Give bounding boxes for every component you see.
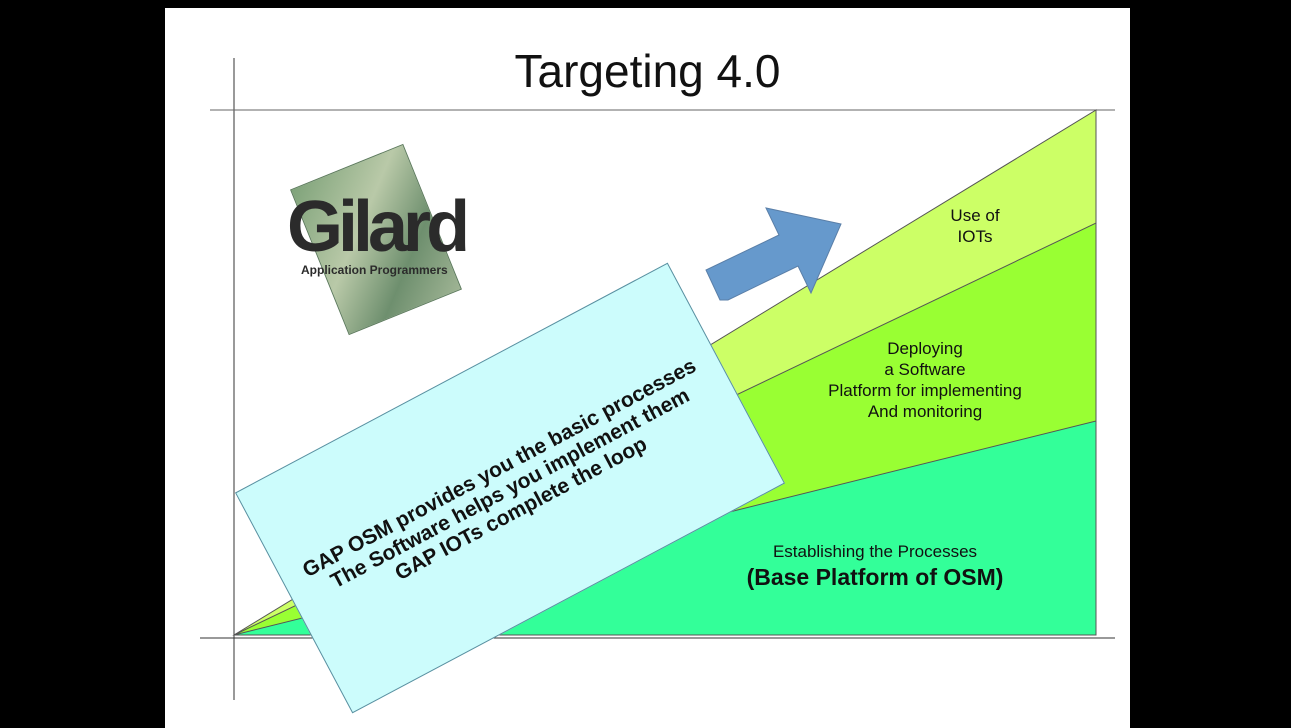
layer-label-iots: Use of IOTs: [905, 205, 1045, 247]
layer-label-line: Deploying: [887, 339, 963, 358]
layer-label-line: And monitoring: [867, 402, 983, 421]
slide: Targeting 4.0 Gilard Application Program…: [165, 8, 1130, 728]
layer-label-processes: Establishing the Processes (Base Platfor…: [685, 541, 1065, 592]
logo-wordmark: Gilard: [287, 187, 470, 267]
logo-tagline: Application Programmers: [301, 263, 448, 277]
layer-label-line: Platform for implementing: [828, 381, 1022, 400]
slide-title: Targeting 4.0: [514, 45, 781, 97]
layer-label-emphasis: (Base Platform of OSM): [746, 564, 1004, 590]
layer-label-line: Establishing the Processes: [772, 542, 978, 561]
layer-label-line: a Software: [884, 360, 966, 379]
layer-label-line: Use of: [950, 206, 1000, 225]
growth-arrow: [705, 207, 842, 301]
gilard-logo: Gilard Application Programmers: [287, 143, 477, 336]
layer-label-software: Deploying a Software Platform for implem…: [775, 338, 1075, 422]
layer-label-line: IOTs: [957, 227, 993, 246]
